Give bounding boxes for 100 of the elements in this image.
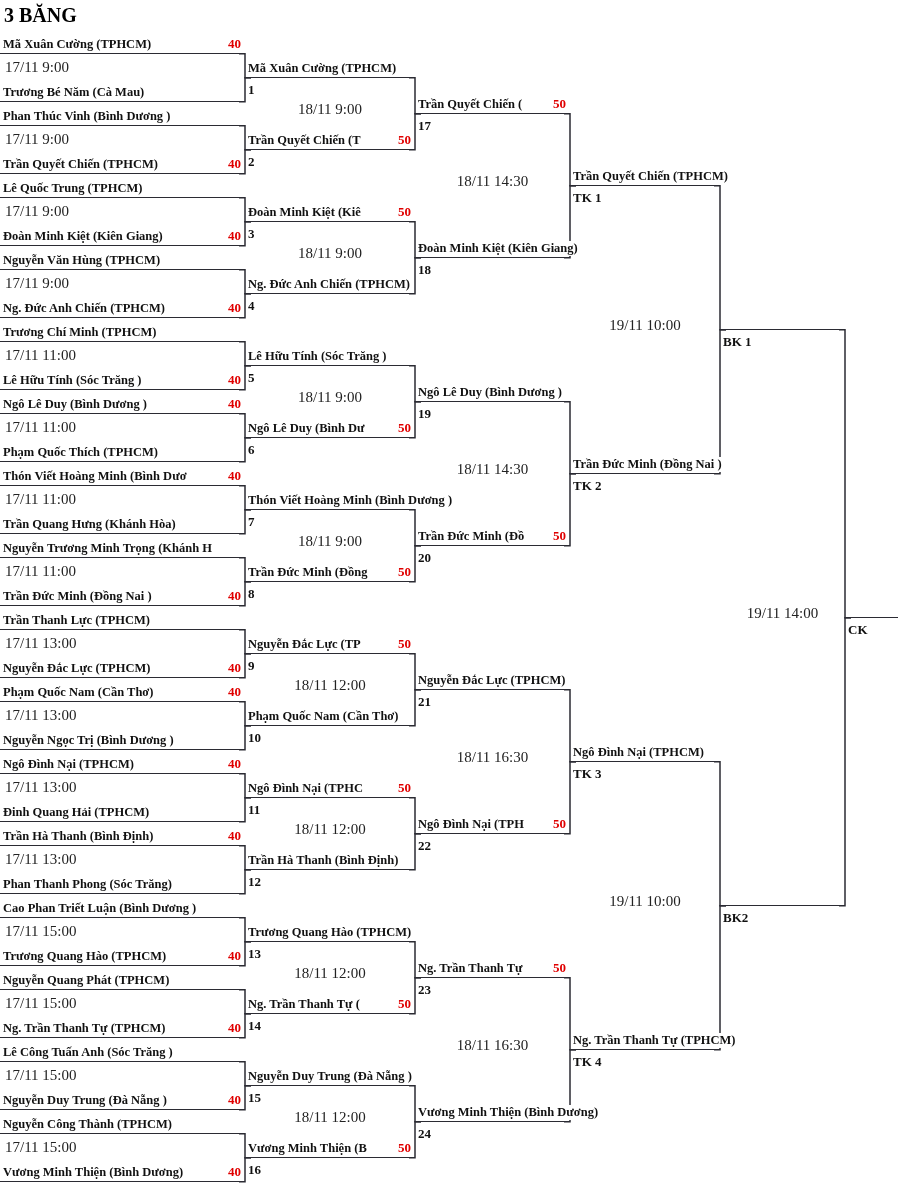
match-time: 17/11 15:00: [5, 1066, 77, 1084]
player-name: Đoàn Minh Kiệt (Kiên Giang): [418, 241, 578, 256]
player-name: Trần Đức Minh (Đồng: [248, 565, 368, 580]
player-name: Trần Quyết Chiến (T: [248, 133, 361, 148]
match-number: 1: [248, 82, 255, 97]
match-number: TK 4: [573, 1054, 602, 1069]
match-time: 18/11 14:30: [455, 460, 530, 478]
match-time: 17/11 15:00: [5, 922, 77, 940]
match-time: 17/11 9:00: [5, 58, 70, 76]
match-number: 13: [248, 946, 261, 961]
bracket-connector: [238, 437, 252, 463]
player-name: Trần Quyết Chiến (TPHCM): [573, 169, 728, 184]
player-name: Nguyễn Duy Trung (Đà Nẵng ): [3, 1093, 167, 1108]
match-time: 18/11 16:30: [455, 1036, 530, 1054]
player-name: Phan Thanh Phong (Sóc Trăng): [3, 877, 172, 892]
player-name: Trương Chí Minh (TPHCM): [3, 325, 157, 340]
bracket-connector: [238, 149, 252, 175]
bracket-connector: [408, 545, 422, 583]
match-time: 17/11 13:00: [5, 706, 77, 724]
match-number: 7: [248, 514, 255, 529]
bracket-connector: [238, 1157, 252, 1183]
match-time: 17/11 15:00: [5, 994, 77, 1012]
player-name: Lê Quốc Trung (TPHCM): [3, 181, 143, 196]
match-time: 18/11 14:30: [455, 172, 530, 190]
player-name: Ngô Lê Duy (Bình Dư: [248, 421, 365, 436]
match-number: 24: [418, 1126, 431, 1141]
match-number: 2: [248, 154, 255, 169]
player-name: Nguyễn Quang Phát (TPHCM): [3, 973, 170, 988]
bracket-connector: [563, 1049, 577, 1123]
bracket-connector: [238, 365, 252, 391]
bracket-connector: [238, 1085, 252, 1111]
match-number: 19: [418, 406, 431, 421]
player-name: Phạm Quốc Nam (Cần Thơ): [248, 709, 399, 724]
player-name: Phạm Quốc Thích (TPHCM): [3, 445, 158, 460]
player-name: Ng. Đức Anh Chiến (TPHCM): [3, 301, 166, 316]
player-name: Lê Hữu Tính (Sóc Trăng ): [3, 373, 142, 388]
bracket-connector: [238, 653, 252, 679]
player-name: Trần Quyết Chiến (TPHCM): [3, 157, 158, 172]
player-name: Nguyễn Ngọc Trị (Bình Dương ): [3, 733, 174, 748]
player-name: Ng. Trần Thanh Tự (TPHCM): [573, 1033, 736, 1048]
player-name: Trần Hà Thanh (Bình Định): [3, 829, 154, 844]
player-name: Vương Minh Thiện (B: [248, 1141, 367, 1156]
match-time: 18/11 12:00: [293, 820, 367, 838]
match-time: 18/11 16:30: [455, 748, 530, 766]
player-name: Trần Đức Minh (Đồ: [418, 529, 525, 544]
match-number: TK 3: [573, 766, 602, 781]
match-time: 17/11 13:00: [5, 634, 77, 652]
match-number: 11: [248, 802, 261, 817]
player-name: Phạm Quốc Nam (Cần Thơ): [3, 685, 154, 700]
player-name: Ng. Trần Thanh Tự (: [248, 997, 360, 1012]
match-time: 17/11 11:00: [5, 418, 76, 436]
match-time: 17/11 11:00: [5, 562, 76, 580]
player-name: Trương Bé Năm (Cà Mau): [3, 85, 145, 100]
match-number: 18: [418, 262, 431, 277]
player-name: Lê Công Tuấn Anh (Sóc Trăng ): [3, 1045, 173, 1060]
player-name: Ng. Trần Thanh Tự (TPHCM): [3, 1021, 166, 1036]
player-name: Ng. Trần Thanh Tự: [418, 961, 523, 976]
match-time: 17/11 11:00: [5, 490, 76, 508]
bracket-connector: [238, 1013, 252, 1039]
match-number: TK 1: [573, 190, 602, 205]
player-name: Lê Hữu Tính (Sóc Trăng ): [248, 349, 387, 364]
player-name: Ngô Đình Nại (TPH: [418, 817, 524, 832]
player-name: Ngô Lê Duy (Bình Dương ): [3, 397, 147, 412]
match-time: 17/11 11:00: [5, 346, 76, 364]
bracket-connector: [563, 761, 577, 835]
player-name: Vương Minh Thiện (Bình Dương): [418, 1105, 599, 1120]
match-number: BK 1: [723, 334, 752, 349]
match-time: 18/11 9:00: [297, 100, 363, 118]
player-name: Trương Quang Hào (TPHCM): [3, 949, 167, 964]
bracket-connector: [408, 1121, 422, 1159]
player-name: Mã Xuân Cường (TPHCM): [248, 61, 397, 76]
match-number: 21: [418, 694, 431, 709]
match-number: 9: [248, 658, 255, 673]
player-name: Vương Minh Thiện (Bình Dương): [3, 1165, 184, 1180]
match-time: 17/11 15:00: [5, 1138, 77, 1156]
match-number: 12: [248, 874, 261, 889]
player-name: Trần Đức Minh (Đồng Nai ): [573, 457, 722, 472]
bracket-connector: [238, 509, 252, 535]
match-number: 6: [248, 442, 255, 457]
player-name: Nguyễn Đắc Lực (TPHCM): [418, 673, 566, 688]
player-name: Ngô Đình Nại (TPHCM): [573, 745, 704, 760]
bracket-connector: [408, 401, 422, 439]
bracket-connector: [838, 617, 852, 907]
bracket-connector: [408, 833, 422, 871]
player-name: Mã Xuân Cường (TPHCM): [3, 37, 152, 52]
bracket-connector: [713, 329, 727, 475]
bracket-connector: [408, 257, 422, 295]
match-number: 17: [418, 118, 431, 133]
match-number: 14: [248, 1018, 261, 1033]
player-name: Ngô Lê Duy (Bình Dương ): [418, 385, 562, 400]
player-name: Đinh Quang Hải (TPHCM): [3, 805, 150, 820]
player-name: Ngô Đình Nại (TPHCM): [3, 757, 134, 772]
player-name: Ng. Đức Anh Chiến (TPHCM): [248, 277, 411, 292]
bracket-connector: [238, 797, 252, 823]
player-name: Đoàn Minh Kiệt (Kiên Giang): [3, 229, 163, 244]
player-name: Nguyễn Duy Trung (Đà Nẵng ): [248, 1069, 412, 1084]
bracket-connector: [238, 221, 252, 247]
match-time: 17/11 9:00: [5, 202, 70, 220]
title: 3 BĂNG: [4, 4, 77, 27]
player-name: Nguyễn Văn Hùng (TPHCM): [3, 253, 161, 268]
